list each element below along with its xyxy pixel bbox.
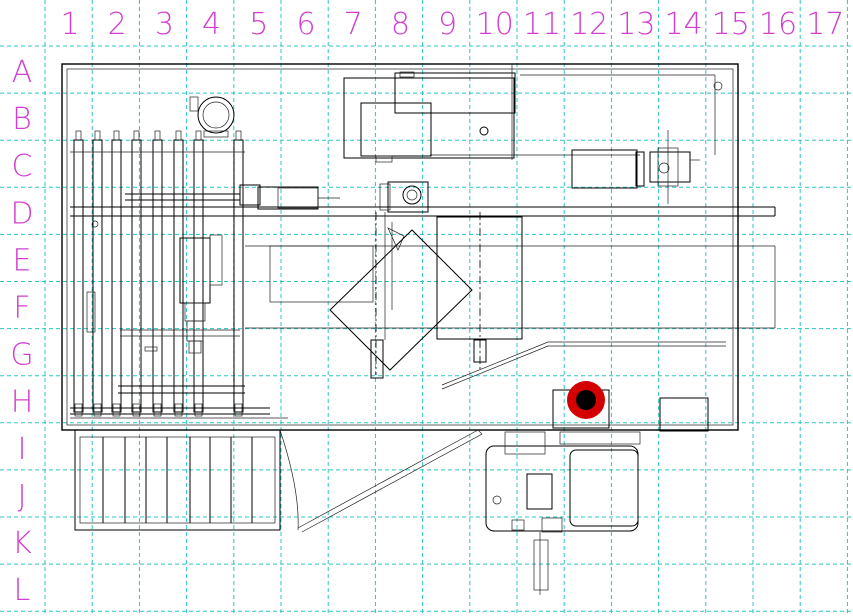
column-label: 17 <box>806 7 844 42</box>
roller-cap <box>113 130 120 141</box>
roller-tube <box>233 139 244 413</box>
column-label: 16 <box>759 7 797 42</box>
row-label: G <box>10 338 33 373</box>
roller-foot <box>153 403 162 417</box>
column-label: 4 <box>202 7 221 42</box>
roller-cap <box>94 130 101 141</box>
row-label: I <box>18 432 27 467</box>
row-label: E <box>13 243 32 278</box>
emergency-stop <box>552 381 610 429</box>
lower-cage <box>74 429 281 531</box>
column-label: 2 <box>108 7 127 42</box>
control-box <box>659 397 709 432</box>
column-label: 13 <box>617 7 655 42</box>
roller-cap <box>154 130 161 141</box>
row-label: J <box>18 479 27 514</box>
machine-layout <box>61 63 776 595</box>
roller-cap <box>133 130 140 141</box>
door-swing <box>279 429 299 531</box>
column-label: 10 <box>476 7 514 42</box>
roller-cap <box>75 130 82 141</box>
column-label: 6 <box>296 7 315 42</box>
roller-gearbox <box>144 234 223 354</box>
rotated-plate <box>329 229 473 371</box>
row-label: B <box>12 102 32 137</box>
column-label: 12 <box>570 7 608 42</box>
transfer-head <box>379 181 429 340</box>
row-label: F <box>13 291 30 326</box>
lower-drive-unit <box>485 431 641 595</box>
small-drive <box>239 184 340 210</box>
roller-foot <box>132 403 141 417</box>
pump-unit <box>189 96 235 138</box>
column-label: 7 <box>344 7 363 42</box>
row-label: L <box>14 573 31 608</box>
column-label: 5 <box>249 7 268 42</box>
column-label: 1 <box>60 7 79 42</box>
inner-frame <box>66 68 734 426</box>
column-label: 3 <box>155 7 174 42</box>
column-label: 9 <box>438 7 457 42</box>
column-label: 8 <box>391 7 410 42</box>
row-label: D <box>10 196 33 231</box>
roller-foot <box>194 403 203 417</box>
center-plate <box>436 216 523 340</box>
outer-frame <box>61 63 739 431</box>
top-right-assembly <box>343 64 723 163</box>
roller-foot <box>74 403 83 417</box>
roller-foot <box>234 403 243 417</box>
column-label: 11 <box>523 7 561 42</box>
roller-cap <box>235 130 242 141</box>
column-label: 14 <box>665 7 703 42</box>
roller-tube <box>92 139 103 413</box>
roller-tube <box>193 139 204 413</box>
roller-tube <box>173 139 184 413</box>
roller-foot <box>174 403 183 417</box>
roller-foot <box>93 403 102 417</box>
roller-tube <box>111 139 122 413</box>
roller-tube <box>73 139 84 413</box>
drive-motor <box>571 130 700 204</box>
roller-bank <box>73 130 244 417</box>
row-label: H <box>11 385 34 420</box>
row-label: C <box>12 149 33 184</box>
roller-cap <box>175 130 182 141</box>
row-label: K <box>12 526 32 561</box>
roller-cap <box>195 130 202 141</box>
row-label: A <box>12 55 33 90</box>
column-label: 15 <box>712 7 750 42</box>
roller-tube <box>152 139 163 413</box>
roller-foot <box>112 403 121 417</box>
